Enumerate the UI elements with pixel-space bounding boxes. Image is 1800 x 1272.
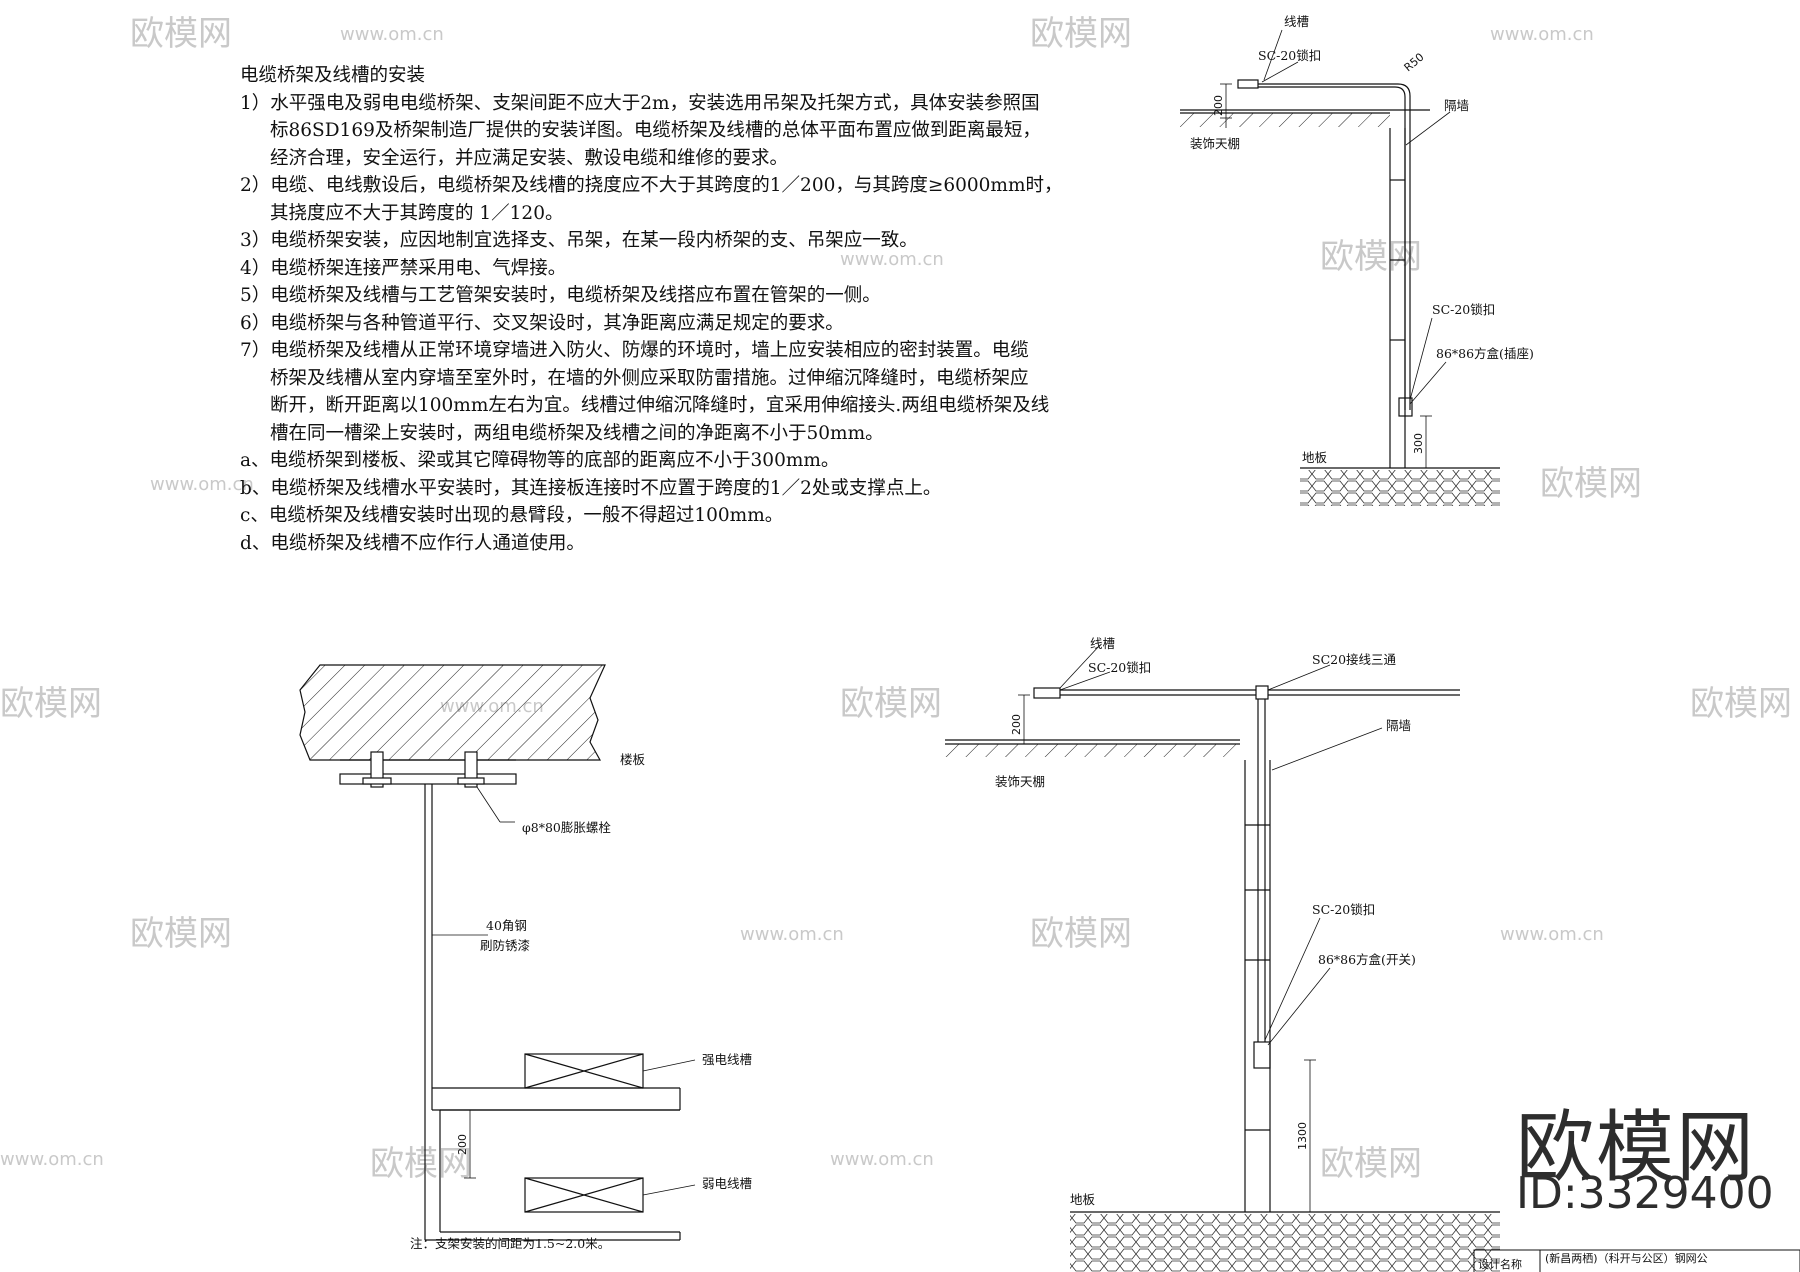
watermark-url: www.om.cn [150, 474, 254, 495]
watermark-logo: 欧模网 [1030, 914, 1132, 954]
label-socket-box: 86*86方盒(插座) [1436, 346, 1534, 361]
floor-fill [1300, 470, 1500, 506]
bracket-note: 注：支架安装的间距为1.5~2.0米。 [410, 1236, 610, 1251]
label-lock: SC-20锁扣 [1258, 48, 1321, 63]
conduit [1258, 83, 1411, 410]
dim-200: 200 [456, 1134, 469, 1155]
watermark-url: www.om.cn [840, 249, 944, 270]
watermark-logo: 欧模网 [1320, 1144, 1422, 1184]
label-wall: 隔墙 [1386, 718, 1411, 733]
note-line: 1）水平强电及弱电电缆桥架、支架间距不应大于2m，安装选用吊架及托架方式，具体安… [240, 92, 1040, 114]
dim-300: 300 [1412, 433, 1425, 454]
detail-switch-labels: 线槽 SC-20锁扣 SC20接线三通 隔墙 装饰天棚 200 SC-20锁扣 … [995, 636, 1416, 1207]
watermark-logo: 欧模网 [0, 684, 102, 724]
note-line: a、电缆桥架到楼板、梁或其它障碍物等的底部的距离应不小于300mm。 [240, 450, 840, 471]
note-line: 6）电缆桥架与各种管道平行、交叉架设时，其净距离应满足规定的要求。 [240, 312, 844, 334]
label-lock-2: SC-20锁扣 [1432, 302, 1495, 317]
watermark-logo: 欧模网 [130, 914, 232, 954]
title-block [1473, 1249, 1800, 1272]
note-line: 5）电缆桥架及线槽与工艺管架安装时，电缆桥架及线搭应布置在管架的一侧。 [240, 285, 881, 306]
label-ceiling: 装饰天棚 [1190, 136, 1240, 151]
note-line: 槽在同一槽梁上安装时，两组电缆桥架及线槽之间的净距离不小于50mm。 [270, 422, 884, 444]
detail-bracket [299, 664, 696, 1241]
label-radius: R50 [1402, 50, 1427, 74]
titleblock-value: (新昌两栖)（科开与公区）钢网公 [1545, 1251, 1708, 1265]
top-plate [339, 773, 517, 785]
label-lock: SC-20锁扣 [1088, 660, 1151, 675]
label-trunking: 线槽 [1090, 636, 1115, 651]
note-line: 断开，断开距离以100mm左右为宜。线槽过伸缩沉降缝时，宜采用伸缩接头.两组电缆… [270, 395, 1050, 416]
label-strong-trunking: 强电线槽 [702, 1052, 752, 1067]
floor-fill [1070, 1214, 1500, 1272]
trunking-end [1033, 687, 1061, 699]
dim-200: 200 [1010, 714, 1023, 735]
label-tee: SC20接线三通 [1312, 652, 1397, 667]
notes-title: 电缆桥架及线槽的安装 [240, 65, 426, 86]
label-ceiling: 装饰天棚 [995, 774, 1045, 789]
label-weak-trunking: 弱电线槽 [702, 1176, 752, 1191]
trunking-end [1237, 79, 1259, 89]
label-floor: 地板 [1302, 450, 1328, 465]
watermark-logo: 欧模网 [1320, 237, 1422, 277]
label-bolt: φ8*80膨胀螺栓 [522, 820, 611, 835]
watermark-url: www.om.cn [1500, 924, 1604, 945]
detail-socket-labels: 线槽 SC-20锁扣 R50 隔墙 装饰天棚 200 SC-20锁扣 86*86… [1190, 14, 1534, 465]
switch-box [1253, 1041, 1271, 1069]
titleblock-label: 设计名称 [1478, 1257, 1522, 1271]
detail-bracket-labels: 楼板 φ8*80膨胀螺栓 40角钢 刷防锈漆 强电线槽 弱电线槽 200 注：支… [410, 752, 752, 1251]
note-line: 4）电缆桥架连接严禁采用电、气焊接。 [240, 257, 567, 279]
note-line: 7）电缆桥架及线槽从正常环境穿墙进入防火、防爆的环境时，墙上应安装相应的密封装置… [240, 340, 1029, 361]
watermark-logo: 欧模网 [1690, 684, 1792, 724]
note-line: 经济合理，安全运行，并应满足安装、敷设电缆和维修的要求。 [270, 147, 789, 169]
label-trunking: 线槽 [1284, 14, 1309, 29]
label-paint: 刷防锈漆 [480, 938, 530, 953]
watermark-url: www.om.cn [830, 1149, 934, 1170]
tee-joint [1255, 685, 1269, 700]
label-switch-box: 86*86方盒(开关) [1318, 952, 1416, 967]
ceiling-hatch [945, 744, 1240, 757]
note-line: d、电缆桥架及线槽不应作行人通道使用。 [240, 532, 585, 554]
watermark-url: www.om.cn [340, 24, 444, 45]
brand-logo: 欧模网 [1516, 1103, 1757, 1193]
watermark-logo: 欧模网 [1540, 464, 1642, 504]
note-line: 3）电缆桥架安装，应因地制宜选择支、吊架，在某一段内桥架的支、吊架应一致。 [240, 230, 918, 251]
detail-switch [945, 644, 1500, 1272]
label-slab: 楼板 [620, 752, 646, 767]
label-floor: 地板 [1070, 1192, 1096, 1207]
label-lock-2: SC-20锁扣 [1312, 902, 1375, 917]
ceiling-hatch [1180, 113, 1390, 127]
label-angle: 40角钢 [486, 918, 527, 933]
watermark-layer: 欧模网 www.om.cn 欧模网 www.om.cn 欧模网 www.om.c… [0, 14, 1792, 1184]
note-line: 标86SD169及桥架制造厂提供的安装详图。电缆桥架及线槽的总体平面布置应做到距… [270, 120, 1041, 141]
watermark-url: www.om.cn [0, 1149, 104, 1170]
brand-id: ID:3329400 [1516, 1168, 1774, 1219]
note-line: 2）电缆、电线敷设后，电缆桥架及线槽的挠度应不大于其跨度的1／200，与其跨度≥… [240, 175, 1063, 196]
installation-notes: 电缆桥架及线槽的安装 1）水平强电及弱电电缆桥架、支架间距不应大于2m，安装选用… [240, 62, 1063, 557]
watermark-logo: 欧模网 [370, 1144, 472, 1184]
dim-1300: 1300 [1296, 1122, 1309, 1150]
watermark-url: www.om.cn [740, 924, 844, 945]
watermark-logo: 欧模网 [1030, 14, 1132, 54]
slab-section [299, 664, 606, 761]
watermark-logo: 欧模网 [130, 14, 232, 54]
dim-200: 200 [1212, 95, 1225, 116]
note-line: b、电缆桥架及线槽水平安装时，其连接板连接时不应置于跨度的1／2处或支撑点上。 [240, 477, 942, 499]
socket-box [1398, 397, 1413, 417]
note-line: 桥架及线槽从室内穿墙至室外时，在墙的外侧应采取防雷措施。过伸缩沉降缝时，电缆桥架… [270, 367, 1029, 389]
label-wall: 隔墙 [1444, 98, 1469, 113]
watermark-logo: 欧模网 [840, 684, 942, 724]
note-line: c、电缆桥架及线槽安装时出现的悬臂段，一般不得超过100mm。 [240, 505, 784, 526]
note-line: 其挠度应不大于其跨度的 1／120。 [270, 202, 564, 224]
watermark-url: www.om.cn [1490, 24, 1594, 45]
detail-socket [1180, 29, 1500, 506]
